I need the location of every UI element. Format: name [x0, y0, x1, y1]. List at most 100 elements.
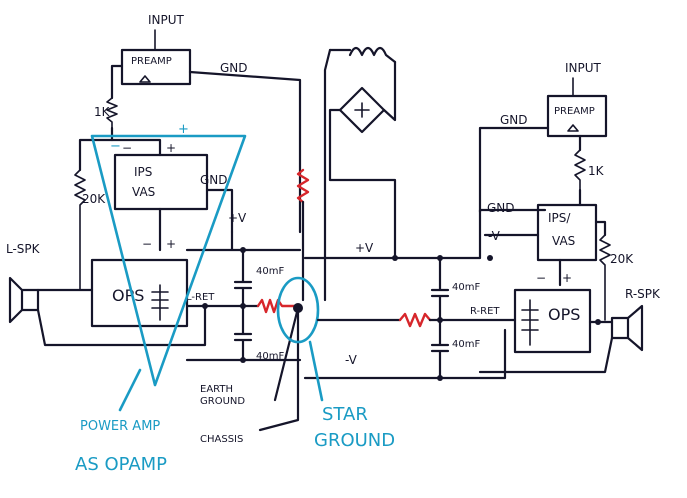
left-ops-label: OPS	[112, 286, 144, 305]
junction-dot	[437, 317, 443, 323]
star-ground-annotation-circle	[276, 276, 320, 344]
left-speaker-icon	[8, 276, 40, 324]
right-ops-output-devices	[521, 299, 539, 346]
left-gnd-mid-label: GND	[200, 173, 228, 187]
left-vas-label: VAS	[132, 185, 155, 199]
right-vas-label: VAS	[552, 234, 575, 248]
left-return-label: L-RET	[186, 292, 215, 303]
right-20k-label: 20K	[610, 252, 634, 266]
left-ips-minus: −	[122, 141, 132, 155]
bridge-rectifier-diode	[354, 102, 370, 118]
earth-ground-resistor-red	[296, 168, 310, 204]
left-cap-bottom	[233, 304, 253, 362]
left-cap-top-label: 40mF	[256, 266, 284, 277]
right-cap-top-label: 40mF	[452, 282, 480, 293]
right-gnd-mid-label: GND	[487, 201, 515, 215]
right-ips-label: IPS/	[548, 211, 571, 225]
earth-label-1: EARTH	[200, 384, 233, 395]
left-1k-to-ips-wire	[110, 126, 162, 157]
junction-dot	[437, 375, 443, 381]
left-speaker-label: L-SPK	[6, 242, 41, 256]
left-preamp-label: PREAMP	[131, 56, 172, 67]
right-preamp-block	[546, 94, 608, 138]
star-ground: EARTH GROUND CHASSIS STAR GROUND	[200, 168, 395, 451]
power-supply: +V -V	[303, 46, 547, 380]
right-input-label: INPUT	[565, 61, 602, 75]
transformer-ct-wire	[323, 48, 332, 302]
left-ops-output-devices	[151, 284, 169, 321]
junction-dot	[595, 319, 601, 325]
left-1k-label: 1K	[94, 105, 111, 119]
left-ops-minus: −	[142, 237, 152, 251]
left-gnd-wire	[188, 70, 302, 234]
earth-label-2: GROUND	[200, 396, 245, 407]
left-speaker-return-wire	[36, 304, 207, 347]
bridge-rectifier	[338, 86, 386, 134]
right-minus-v-label: -V	[488, 229, 501, 243]
left-input-label: INPUT	[148, 13, 185, 27]
junction-dot	[392, 255, 398, 261]
junction-dot	[240, 247, 246, 253]
right-return-label: R-RET	[470, 306, 500, 317]
left-feedback-wire-top	[78, 138, 114, 172]
left-cap-bottom-label: 40mF	[256, 351, 284, 362]
power-amp-label-2: AS OPAMP	[75, 454, 167, 475]
right-speaker-label: R-SPK	[625, 287, 661, 301]
triangle-plus: +	[178, 122, 189, 137]
right-gnd-wire	[478, 126, 550, 214]
power-amp-annotation: − + POWER AMP AS OPAMP	[75, 122, 247, 475]
left-resistor-20k	[74, 169, 86, 291]
right-speaker-icon	[610, 304, 644, 352]
plus-v-label: +V	[355, 241, 374, 255]
right-preamp-label: PREAMP	[554, 106, 595, 117]
star-ground-annotation-arrow	[308, 340, 324, 402]
right-ops-minus: −	[536, 271, 546, 285]
power-amp-label-1: POWER AMP	[80, 419, 160, 434]
earth-ground-wire	[273, 306, 300, 402]
right-resistor-20k	[599, 234, 611, 321]
power-amp-arrow	[118, 368, 142, 412]
left-resistor-1k	[106, 97, 118, 129]
left-gnd-top-label: GND	[220, 61, 248, 75]
star-ground-label-1: STAR	[322, 404, 368, 425]
right-feedback-wire-top	[594, 220, 607, 237]
junction-dot	[487, 255, 493, 261]
right-speaker-return-wire	[478, 336, 614, 374]
right-gnd-top-label: GND	[500, 113, 528, 127]
junction-dot	[240, 303, 246, 309]
right-return-resistor-red	[398, 312, 432, 328]
right-ips-vas-block	[536, 203, 598, 262]
star-ground-label-2: GROUND	[314, 430, 395, 451]
right-preamp-ground-symbol	[567, 124, 579, 132]
right-cap-bottom	[430, 318, 450, 380]
plus-rail-bus	[303, 208, 547, 260]
left-preamp-ground-symbol	[139, 75, 151, 83]
left-channel: INPUT PREAMP 1K GND IPS VAS − + GND 20K …	[6, 13, 302, 362]
minus-v-label: -V	[345, 353, 358, 367]
rectifier-output-wires	[328, 60, 397, 260]
right-ops-label: OPS	[548, 305, 580, 324]
right-cap-bottom-label: 40mF	[452, 339, 480, 350]
left-return-resistor-red	[256, 298, 298, 314]
left-preamp-out-wire	[110, 64, 124, 100]
chassis-label: CHASSIS	[200, 434, 243, 445]
opamp-triangle-outline	[90, 134, 247, 387]
left-ops-plus: +	[166, 237, 176, 251]
right-cap-top	[430, 256, 450, 322]
left-ips-vas-block	[113, 153, 209, 211]
left-ips-gnd-wire	[205, 188, 234, 234]
left-20k-label: 20K	[82, 192, 106, 206]
left-plus-v-label: +V	[228, 211, 247, 225]
left-cap-top	[233, 248, 253, 308]
minus-rail-bus	[303, 328, 507, 380]
right-channel: INPUT PREAMP GND 1K IPS/ VAS GND -V 20K …	[316, 61, 661, 380]
left-ips-label: IPS	[134, 165, 152, 179]
left-ips-plus: +	[166, 141, 176, 155]
junction-dot	[202, 303, 208, 309]
junction-dot	[240, 357, 246, 363]
junction-dots	[202, 247, 601, 381]
right-ops-plus: +	[562, 271, 572, 285]
junction-dot	[437, 255, 443, 261]
right-resistor-1k	[574, 149, 586, 191]
